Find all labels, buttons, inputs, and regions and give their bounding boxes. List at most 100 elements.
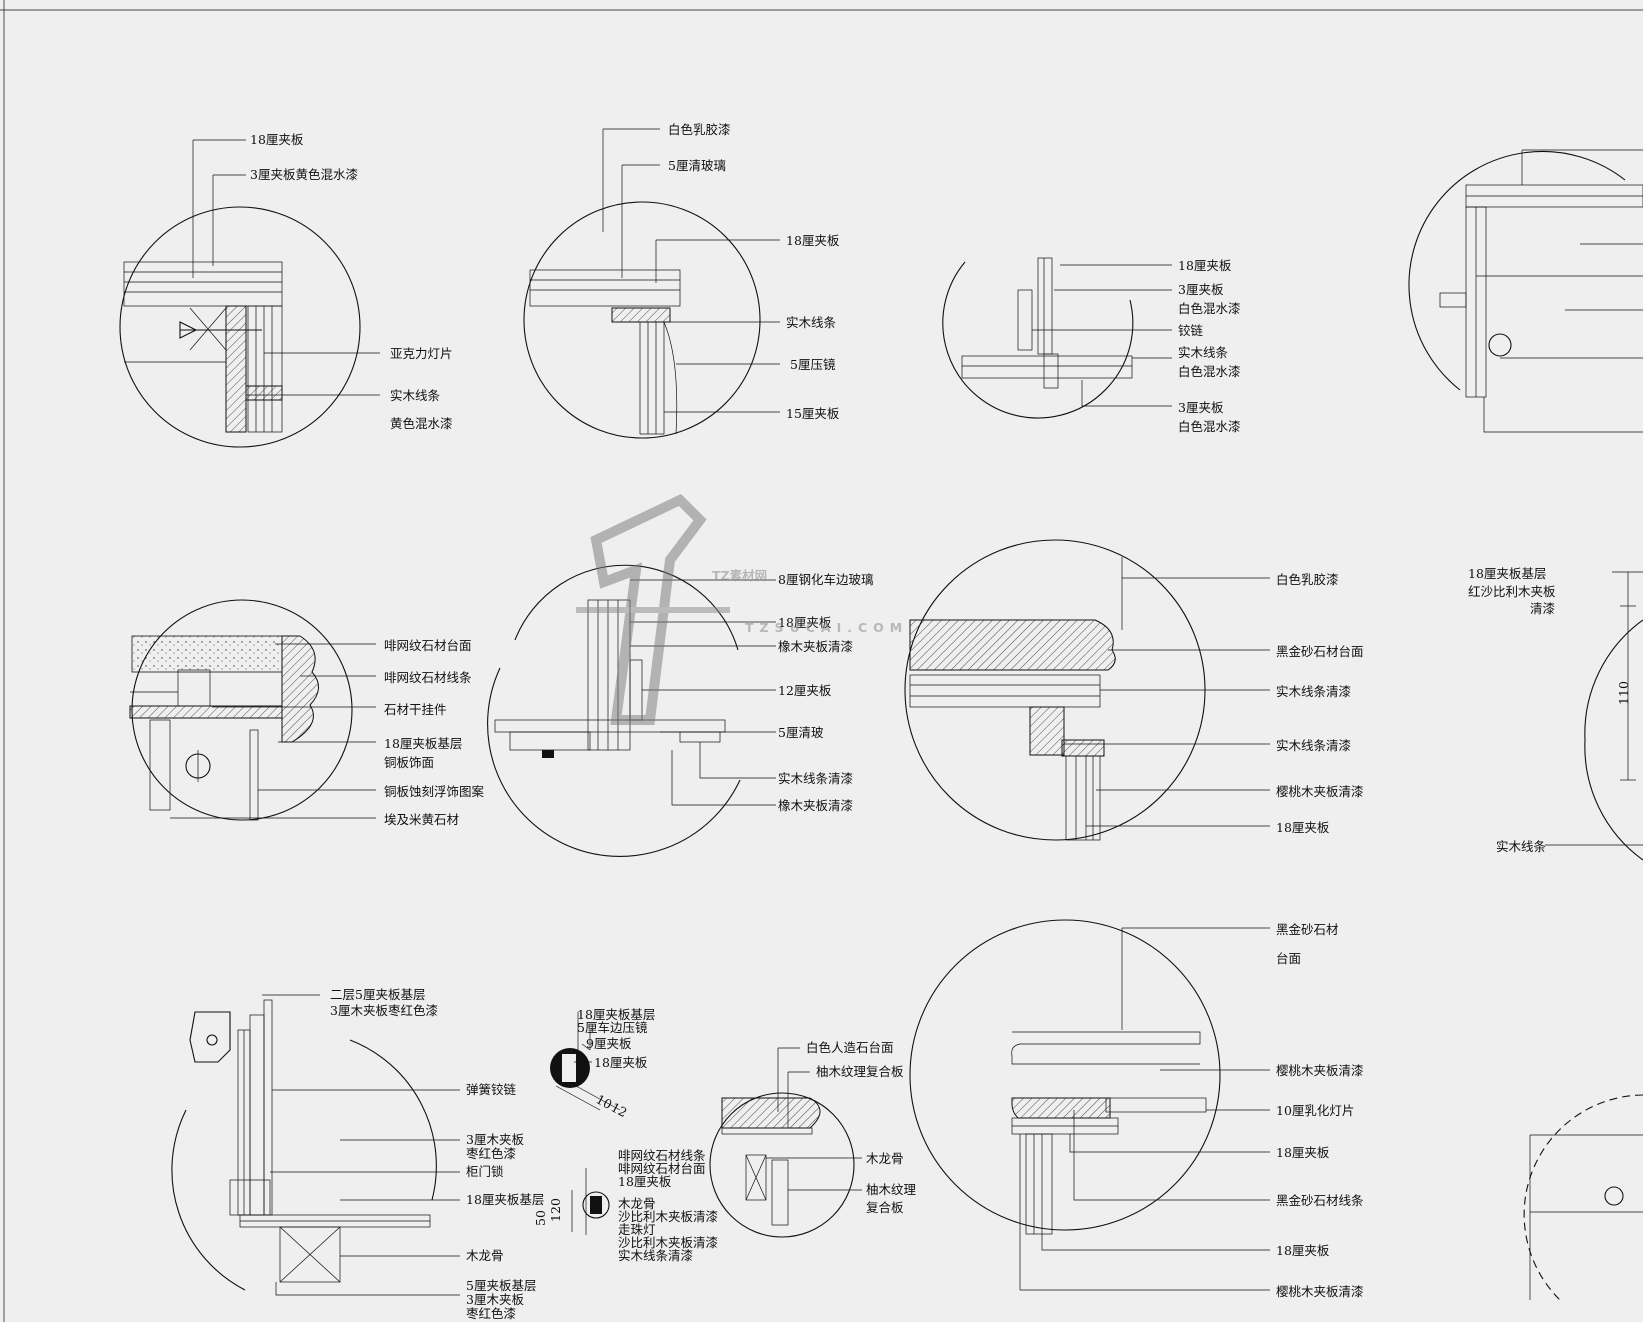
label-g4: 实木线条清漆 xyxy=(1276,738,1351,753)
detail-i-cabinet-door-lock: 二层5厘夹板基层 3厘木夹板枣红色漆 弹簧铰链 3厘木夹板 枣红色漆 柜门锁 1… xyxy=(171,987,544,1321)
detail-d-drawer-partial xyxy=(1408,149,1643,433)
label-k6: 走珠灯 xyxy=(618,1222,656,1237)
watermark: TZ素材网 TZSUCAI.COM xyxy=(576,493,908,725)
detail-e-stone-countertop: 啡网纹石材台面 啡网纹石材线条 石材干挂件 18厘夹板基层 铜板饰面 铜板蚀刻浮… xyxy=(129,599,485,827)
label-i4: 柜门锁 xyxy=(466,1164,504,1179)
detail-c-cabinet-hinge: 18厘夹板 3厘夹板 白色混水漆 铰链 实木线条 白色混水漆 3厘夹板 白色混水… xyxy=(942,257,1241,434)
detail-h-edge-partial: 110 18厘夹板基层 红沙比利木夹板 清漆 实木线条 xyxy=(1468,566,1643,861)
label-i5: 18厘夹板基层 xyxy=(466,1192,544,1207)
label-g6: 18厘夹板 xyxy=(1276,820,1330,835)
label-i2: 弹簧铰链 xyxy=(466,1082,517,1097)
label-f5: 5厘清玻 xyxy=(778,725,824,740)
label-g5: 樱桃木夹板清漆 xyxy=(1276,784,1364,799)
label-m7: 樱桃木夹板清漆 xyxy=(1276,1284,1364,1299)
label-f3: 橡木夹板清漆 xyxy=(778,639,853,654)
label-m3: 10厘乳化灯片 xyxy=(1276,1103,1354,1118)
label-j2: 5厘车边压镜 xyxy=(577,1020,648,1035)
label-h1c: 清漆 xyxy=(1530,601,1555,616)
label-e4a: 18厘夹板基层 xyxy=(384,736,462,751)
label-e3: 石材干挂件 xyxy=(384,702,447,717)
detail-k-stone-led-edge: 120 50 啡网纹石材线条 啡网纹石材台面 18厘夹板 木龙骨 沙比利木夹板清… xyxy=(533,1148,718,1263)
label-b1: 白色乳胶漆 xyxy=(668,122,731,137)
label-c2b: 白色混水漆 xyxy=(1178,301,1241,316)
detail-b-glass-display: 白色乳胶漆 5厘清玻璃 18厘夹板 实木线条 5厘压镜 15厘夹板 xyxy=(523,122,840,439)
label-i3b: 枣红色漆 xyxy=(466,1146,516,1161)
label-c4a: 实木线条 xyxy=(1178,345,1229,360)
label-l4b: 复合板 xyxy=(866,1200,904,1215)
detail-a-acrylic-light-box: 18厘夹板 3厘夹板黄色混水漆 亚克力灯片 实木线条 黄色混水漆 xyxy=(119,132,453,448)
label-b3: 18厘夹板 xyxy=(786,233,840,248)
dimension-10: 10 xyxy=(594,1091,615,1112)
label-g3: 实木线条清漆 xyxy=(1276,684,1351,699)
label-c4b: 白色混水漆 xyxy=(1178,364,1241,379)
label-i6: 木龙骨 xyxy=(466,1248,504,1263)
label-l1: 白色人造石台面 xyxy=(806,1040,894,1055)
watermark-url: TZSUCAI.COM xyxy=(745,620,908,635)
label-i1a: 二层5厘夹板基层 xyxy=(330,987,425,1002)
label-c2a: 3厘夹板 xyxy=(1178,282,1224,297)
label-f4: 12厘夹板 xyxy=(778,683,832,698)
label-m1b: 台面 xyxy=(1276,951,1301,966)
label-f1: 8厘钢化车边玻璃 xyxy=(778,572,873,587)
label-f2: 18厘夹板 xyxy=(778,615,832,630)
detail-j-small-mirror-edge: 10 12 18厘夹板基层 5厘车边压镜 9厘夹板 18厘夹板 xyxy=(550,1007,655,1120)
label-l2: 柚木纹理复合板 xyxy=(816,1064,904,1079)
label-k4: 木龙骨 xyxy=(618,1196,656,1211)
watermark-brand: TZ素材网 xyxy=(712,568,767,583)
label-c5b: 白色混水漆 xyxy=(1178,419,1241,434)
label-b2: 5厘清玻璃 xyxy=(668,158,726,173)
dimension-120: 120 xyxy=(548,1198,563,1222)
dimension-12: 12 xyxy=(609,1099,630,1120)
label-m5: 黑金砂石材线条 xyxy=(1276,1193,1364,1208)
label-k1: 啡网纹石材线条 xyxy=(618,1148,706,1163)
label-l3: 木龙骨 xyxy=(866,1151,904,1166)
label-c5a: 3厘夹板 xyxy=(1178,400,1224,415)
label-a4: 实木线条 xyxy=(390,388,441,403)
label-c3: 铰链 xyxy=(1178,323,1204,338)
label-f7: 橡木夹板清漆 xyxy=(778,798,853,813)
label-a5: 黄色混水漆 xyxy=(390,416,453,431)
label-a3: 亚克力灯片 xyxy=(390,346,453,361)
label-b6: 15厘夹板 xyxy=(786,406,840,421)
label-i3a: 3厘木夹板 xyxy=(466,1132,524,1147)
label-h1a: 18厘夹板基层 xyxy=(1468,566,1546,581)
label-k7: 沙比利木夹板清漆 xyxy=(618,1235,718,1250)
dimension-110: 110 xyxy=(1616,681,1631,705)
label-k3: 18厘夹板 xyxy=(618,1174,672,1189)
label-f6: 实木线条清漆 xyxy=(778,771,853,786)
label-i7c: 枣红色漆 xyxy=(466,1306,516,1321)
label-e5: 铜板蚀刻浮饰图案 xyxy=(384,784,485,799)
label-b5: 5厘压镜 xyxy=(790,357,836,372)
detail-n-partial xyxy=(1523,1094,1643,1301)
label-g2: 黑金砂石材台面 xyxy=(1276,644,1364,659)
detail-f-glass-door-frame: 8厘钢化车边玻璃 18厘夹板 橡木夹板清漆 12厘夹板 5厘清玻 实木线条清漆 … xyxy=(487,564,873,857)
label-k8: 实木线条清漆 xyxy=(618,1248,693,1263)
label-l4a: 柚木纹理 xyxy=(866,1182,917,1197)
label-c1: 18厘夹板 xyxy=(1178,258,1232,273)
label-e6: 埃及米黄石材 xyxy=(384,812,459,827)
label-m4: 18厘夹板 xyxy=(1276,1145,1330,1160)
label-g1: 白色乳胶漆 xyxy=(1276,572,1339,587)
label-k2: 啡网纹石材台面 xyxy=(618,1161,706,1176)
label-j1: 18厘夹板基层 xyxy=(577,1007,655,1022)
label-j3: 9厘夹板 xyxy=(586,1036,632,1051)
label-b4: 实木线条 xyxy=(786,315,837,330)
label-m6: 18厘夹板 xyxy=(1276,1243,1330,1258)
detail-m-granite-light-counter: 黑金砂石材 台面 樱桃木夹板清漆 10厘乳化灯片 18厘夹板 黑金砂石材线条 1… xyxy=(909,919,1364,1299)
label-m1a: 黑金砂石材 xyxy=(1276,922,1339,937)
label-i7a: 5厘夹板基层 xyxy=(466,1278,536,1293)
label-h1b: 红沙比利木夹板 xyxy=(1468,584,1556,599)
label-h2: 实木线条 xyxy=(1496,839,1547,854)
detail-l-solid-surface-counter: 白色人造石台面 柚木纹理复合板 木龙骨 柚木纹理 复合板 xyxy=(709,1040,917,1238)
dimension-50: 50 xyxy=(533,1210,548,1226)
label-e1: 啡网纹石材台面 xyxy=(384,638,472,653)
detail-g-granite-counter-edge: 白色乳胶漆 黑金砂石材台面 实木线条清漆 实木线条清漆 樱桃木夹板清漆 18厘夹… xyxy=(904,539,1364,841)
label-i7b: 3厘木夹板 xyxy=(466,1292,524,1307)
label-k5: 沙比利木夹板清漆 xyxy=(618,1209,718,1224)
watermark-logo-mark xyxy=(576,493,730,725)
label-a2: 3厘夹板黄色混水漆 xyxy=(250,167,358,182)
label-j4: 18厘夹板 xyxy=(594,1055,648,1070)
label-i1b: 3厘木夹板枣红色漆 xyxy=(330,1003,438,1018)
label-m2: 樱桃木夹板清漆 xyxy=(1276,1063,1364,1078)
